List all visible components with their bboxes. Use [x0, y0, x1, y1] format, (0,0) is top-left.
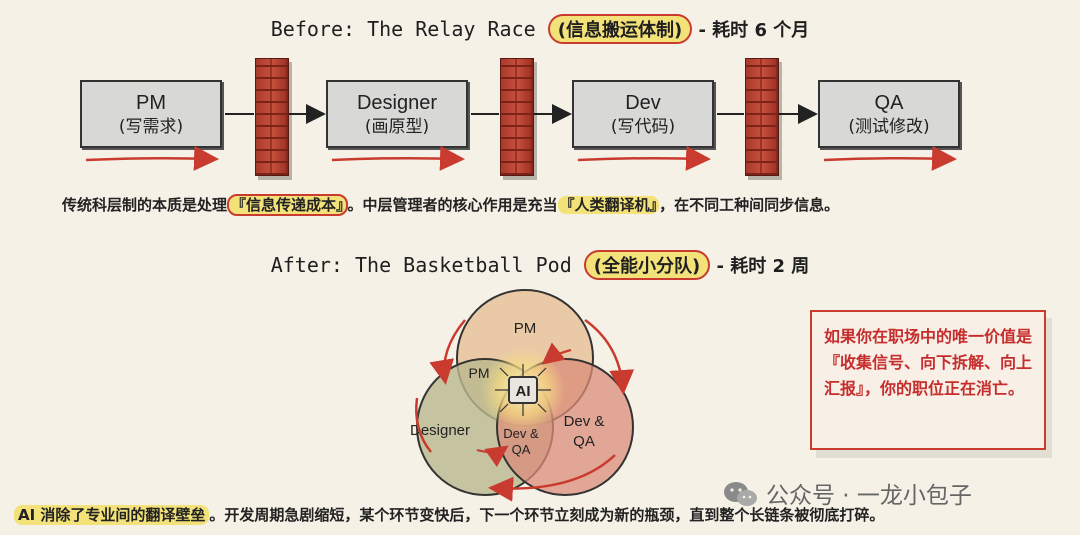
- devqa-circle-label-l1: Dev &: [564, 413, 605, 430]
- cycle-arrow-icon: [488, 454, 616, 502]
- before-title-highlight: (信息搬运体制): [547, 14, 693, 44]
- devqa-circle-label-l2: QA: [573, 433, 595, 450]
- progress-arrow-icon: [823, 145, 957, 171]
- before-explanation: 传统科层制的本质是处理『信息传递成本』。中层管理者的核心作用是充当『人类翻译机』…: [62, 194, 840, 216]
- before-title: Before: The Relay Race (信息搬运体制) - 耗时 6 个…: [0, 14, 1080, 44]
- after-title-highlight: (全能小分队): [583, 250, 711, 280]
- cycle-arrow-icon: [584, 318, 635, 395]
- cycle-arrow-icon: [415, 397, 432, 453]
- after-title: After: The Basketball Pod (全能小分队) - 耗时 2…: [0, 250, 1080, 280]
- inward-arrow-icon: [476, 445, 509, 468]
- cycle-arrow-icon: [429, 319, 466, 385]
- stage-box-pm: PM (写需求): [80, 80, 222, 148]
- progress-arrow-icon: [577, 145, 711, 171]
- side-note: 如果你在职场中的唯一价值是『收集信号、向下拆解、向上汇报』，你的职位正在消亡。: [810, 310, 1046, 450]
- ai-chip-icon: [495, 364, 551, 416]
- relay-arrows: [85, 104, 957, 171]
- watermark: 公众号 · 一龙小包子: [766, 483, 972, 509]
- inner-devqa-label-l1: Dev &: [503, 426, 539, 441]
- pm-circle-label: PM: [514, 320, 537, 337]
- designer-circle-label: Designer: [410, 422, 470, 439]
- brick-wall-icon: [745, 58, 779, 176]
- brick-wall-icon: [255, 58, 289, 176]
- inward-arrow-icon: [541, 342, 572, 365]
- venn-diagram: AI PM Designer Dev & QA PM Dev & QA: [410, 289, 635, 502]
- inner-devqa-label-l2: QA: [512, 442, 531, 457]
- stage-box-qa: QA (测试修改): [818, 80, 960, 148]
- inner-pm-label: PM: [469, 365, 490, 381]
- progress-arrow-icon: [331, 145, 465, 171]
- ai-chip-label: AI: [516, 383, 531, 400]
- brick-wall-icon: [500, 58, 534, 176]
- wechat-icon: [724, 482, 757, 506]
- after-explanation: AI 消除了专业间的翻译壁垒。开发周期急剧缩短，某个环节变快后，下一个环节立刻成…: [14, 504, 884, 525]
- stage-box-dev: Dev (写代码): [572, 80, 714, 148]
- stage-box-designer: Designer (画原型): [326, 80, 468, 148]
- progress-arrow-icon: [85, 145, 219, 171]
